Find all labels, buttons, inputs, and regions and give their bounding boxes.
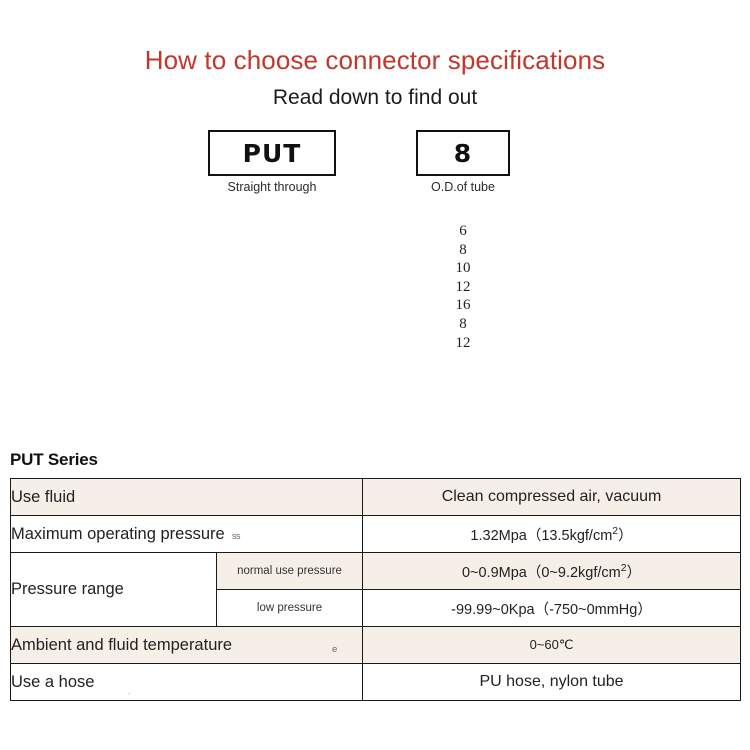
code-box-series-value: PUT: [242, 138, 302, 168]
list-item: 10: [455, 260, 471, 277]
spec-value-ambient-fluid-temperature: 0~60℃: [362, 626, 742, 664]
spec-sublabel-normal-use-pressure: normal use pressure: [215, 552, 364, 590]
list-item: 12: [455, 334, 471, 351]
spec-value-max-operating-pressure: 1.32Mpa（13.5kgf/cm2）: [362, 515, 742, 553]
table-row: Pressure range normal use pressure 0~0.9…: [10, 552, 742, 627]
spec-label-pressure-range: Pressure range: [10, 552, 217, 627]
code-box-series-caption: Straight through: [227, 180, 317, 195]
page-header: How to choose connector specifications R…: [0, 0, 750, 110]
list-item: 8: [459, 316, 467, 332]
spec-label-ambient-fluid-temperature: Ambient and fluid temperature: [9, 626, 364, 664]
table-row: Use fluid Clean compressed air, vacuum: [9, 478, 742, 516]
table-row: Maximum operating pressure 1.32Mpa（13.5k…: [9, 515, 742, 553]
code-box-tube-od: 8: [416, 130, 510, 177]
code-box-tube-od-caption: O.D.of tube: [431, 180, 495, 195]
series-heading: PUT Series: [10, 450, 98, 469]
table-row: Use a hose PU hose, nylon tube: [9, 663, 742, 701]
spec-value-low-pressure: -99.99~0Kpa（-750~0mmHg）: [362, 589, 742, 627]
list-item: 16: [455, 297, 471, 314]
list-item: 12: [455, 278, 471, 295]
code-box-tube-od-value: 8: [453, 138, 473, 168]
spec-label-max-operating-pressure: Maximum operating pressure: [9, 515, 364, 553]
page-subtitle: Read down to find out: [272, 85, 478, 109]
spec-value-use-a-hose: PU hose, nylon tube: [362, 663, 742, 701]
spec-value-use-fluid: Clean compressed air, vacuum: [362, 478, 742, 516]
model-code-selector: PUT Straight through 8 O.D.of tube 6 8 1…: [0, 110, 750, 370]
spec-label-use-fluid: Use fluid: [9, 478, 364, 516]
spec-label-use-a-hose: Use a hose: [9, 663, 364, 701]
spec-value-normal-use-pressure: 0~0.9Mpa（0~9.2kgf/cm2）: [362, 552, 742, 590]
table-row: low pressure -99.99~0Kpa（-750~0mmHg）: [11, 589, 742, 627]
code-box-series: PUT: [208, 130, 336, 177]
tube-od-option-list: 6 8 10 12 16 8 12: [416, 222, 510, 352]
specification-table: Use fluid Clean compressed air, vacuum M…: [9, 478, 742, 701]
page-title: How to choose connector specifications: [144, 45, 606, 75]
list-item: 6: [459, 223, 467, 240]
spec-sublabel-low-pressure: low pressure: [215, 589, 364, 627]
list-item: 8: [459, 241, 467, 258]
table-row: Ambient and fluid temperature 0~60℃: [9, 626, 742, 664]
